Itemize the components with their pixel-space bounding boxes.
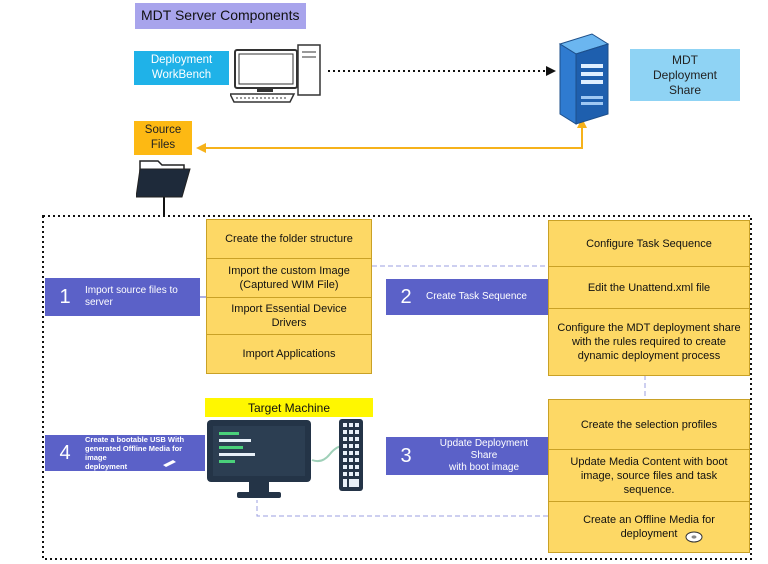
source-files-label: Source Files: [134, 121, 192, 155]
update-share-box: Create the selection profiles Update Med…: [548, 399, 750, 553]
task-create-selection-profiles: Create the selection profiles: [548, 399, 750, 450]
task-update-media-content: Update Media Content with boot image, so…: [548, 449, 750, 502]
import-tasks-box: Create the folder structure Import the c…: [206, 219, 372, 374]
step-number: 3: [400, 444, 412, 467]
task-create-offline-media: Create an Offline Media for deployment: [548, 501, 750, 553]
arrow-head-left: [196, 143, 206, 153]
step-number: 1: [59, 285, 71, 308]
task-edit-unattend: Edit the Unattend.xml file: [548, 266, 750, 309]
server-tower-icon: [558, 33, 610, 125]
arrow-head-up: [577, 118, 587, 128]
desktop-computer-icon: [230, 44, 321, 103]
task-import-drivers: Import Essential Device Drivers: [206, 297, 372, 335]
keyboard-icon: [339, 419, 363, 491]
task-configure-rules: Configure the MDT deployment share with …: [548, 308, 750, 376]
deployment-share-label: MDT Deployment Share: [630, 49, 740, 101]
box3-target-link: [256, 500, 548, 517]
usb-icon: [163, 460, 176, 467]
step-number: 2: [400, 285, 412, 308]
source-share-link: [204, 128, 583, 149]
process-frame: [42, 215, 752, 560]
task-sequence-box: Configure Task Sequence Edit the Unatten…: [548, 220, 750, 376]
step-1-banner: 1 Import source files to server: [45, 278, 200, 316]
step-2-banner: 2 Create Task Sequence: [386, 279, 548, 315]
task-import-custom-image: Import the custom Image (Captured WIM Fi…: [206, 258, 372, 298]
open-folder-icon: [136, 160, 191, 198]
workbench-label: Deployment WorkBench: [134, 51, 229, 85]
monitor-icon: [207, 420, 311, 498]
task-import-applications: Import Applications: [206, 334, 372, 374]
step-number: 4: [59, 441, 71, 464]
offline-media-text: Create an Offline Media for deployment: [583, 514, 715, 540]
diagram-title: MDT Server Components: [135, 3, 306, 29]
task-create-folder-structure: Create the folder structure: [206, 219, 372, 259]
step-text: Import source files to server: [85, 285, 178, 308]
target-machine-label: Target Machine: [205, 398, 373, 417]
step-4-banner: 4 Create a bootable USB With generated O…: [45, 435, 205, 471]
step-3-banner: 3 Update Deployment Share with boot imag…: [386, 437, 548, 475]
step-text: Create a bootable USB With generated Off…: [85, 435, 185, 471]
step-text: Update Deployment Share with boot image: [439, 438, 529, 473]
step-text: Create Task Sequence: [426, 291, 527, 302]
task-configure-task-sequence: Configure Task Sequence: [548, 220, 750, 267]
disc-icon: [685, 531, 703, 543]
arrow-head-right: [546, 66, 556, 76]
